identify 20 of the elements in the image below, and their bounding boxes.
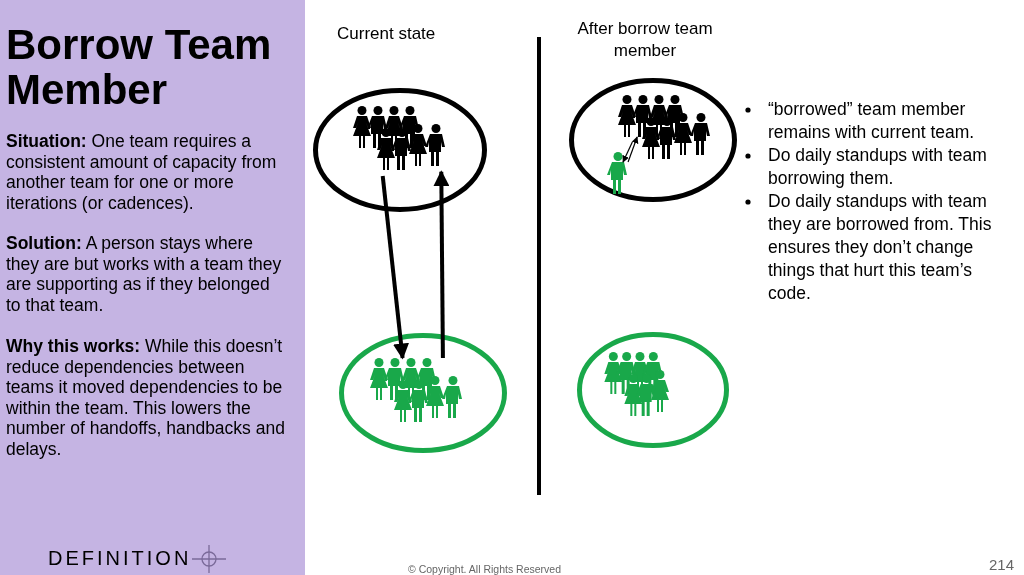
bullet-text: Do daily standups with team they are borrowed from. This ensures they don’t change things that hurt this team’s code. xyxy=(768,190,993,305)
slide-title: Borrow Team Member xyxy=(6,22,273,112)
bullet-text: “borrowed” team member remains with current team. xyxy=(768,98,976,144)
team-ellipse xyxy=(577,332,729,448)
team-ellipse xyxy=(569,78,737,202)
column-heading: Current state xyxy=(337,24,436,44)
arrow xyxy=(627,136,639,163)
column-heading: After borrow team member xyxy=(576,18,714,62)
situation-paragraph: Situation: One team requires a consistent amount of capacity from another team for one or more iterations (or cadences). xyxy=(6,131,278,213)
team-ellipse xyxy=(339,333,507,453)
section-label: DEFINITION xyxy=(48,547,192,570)
arrow xyxy=(622,141,633,163)
arrow xyxy=(380,175,409,360)
explanation-paragraph: Why this works: While this doesn’t reduce dependencies between teams it moved dependencies to be within the team. This lowers the number of handoffs, handbacks and delays. xyxy=(6,336,286,459)
solution-paragraph: Solution: A person stays where they are but works with a team they are supporting as if they belonged to that team. xyxy=(6,233,283,315)
team-ellipse xyxy=(313,88,487,212)
arrow xyxy=(433,170,450,359)
bullet-text: Do daily standups with team borrowing them. xyxy=(768,144,988,190)
page-number: 214 xyxy=(989,556,1015,573)
copyright-notice: © Copyright. All Rights Reserved xyxy=(408,563,562,575)
